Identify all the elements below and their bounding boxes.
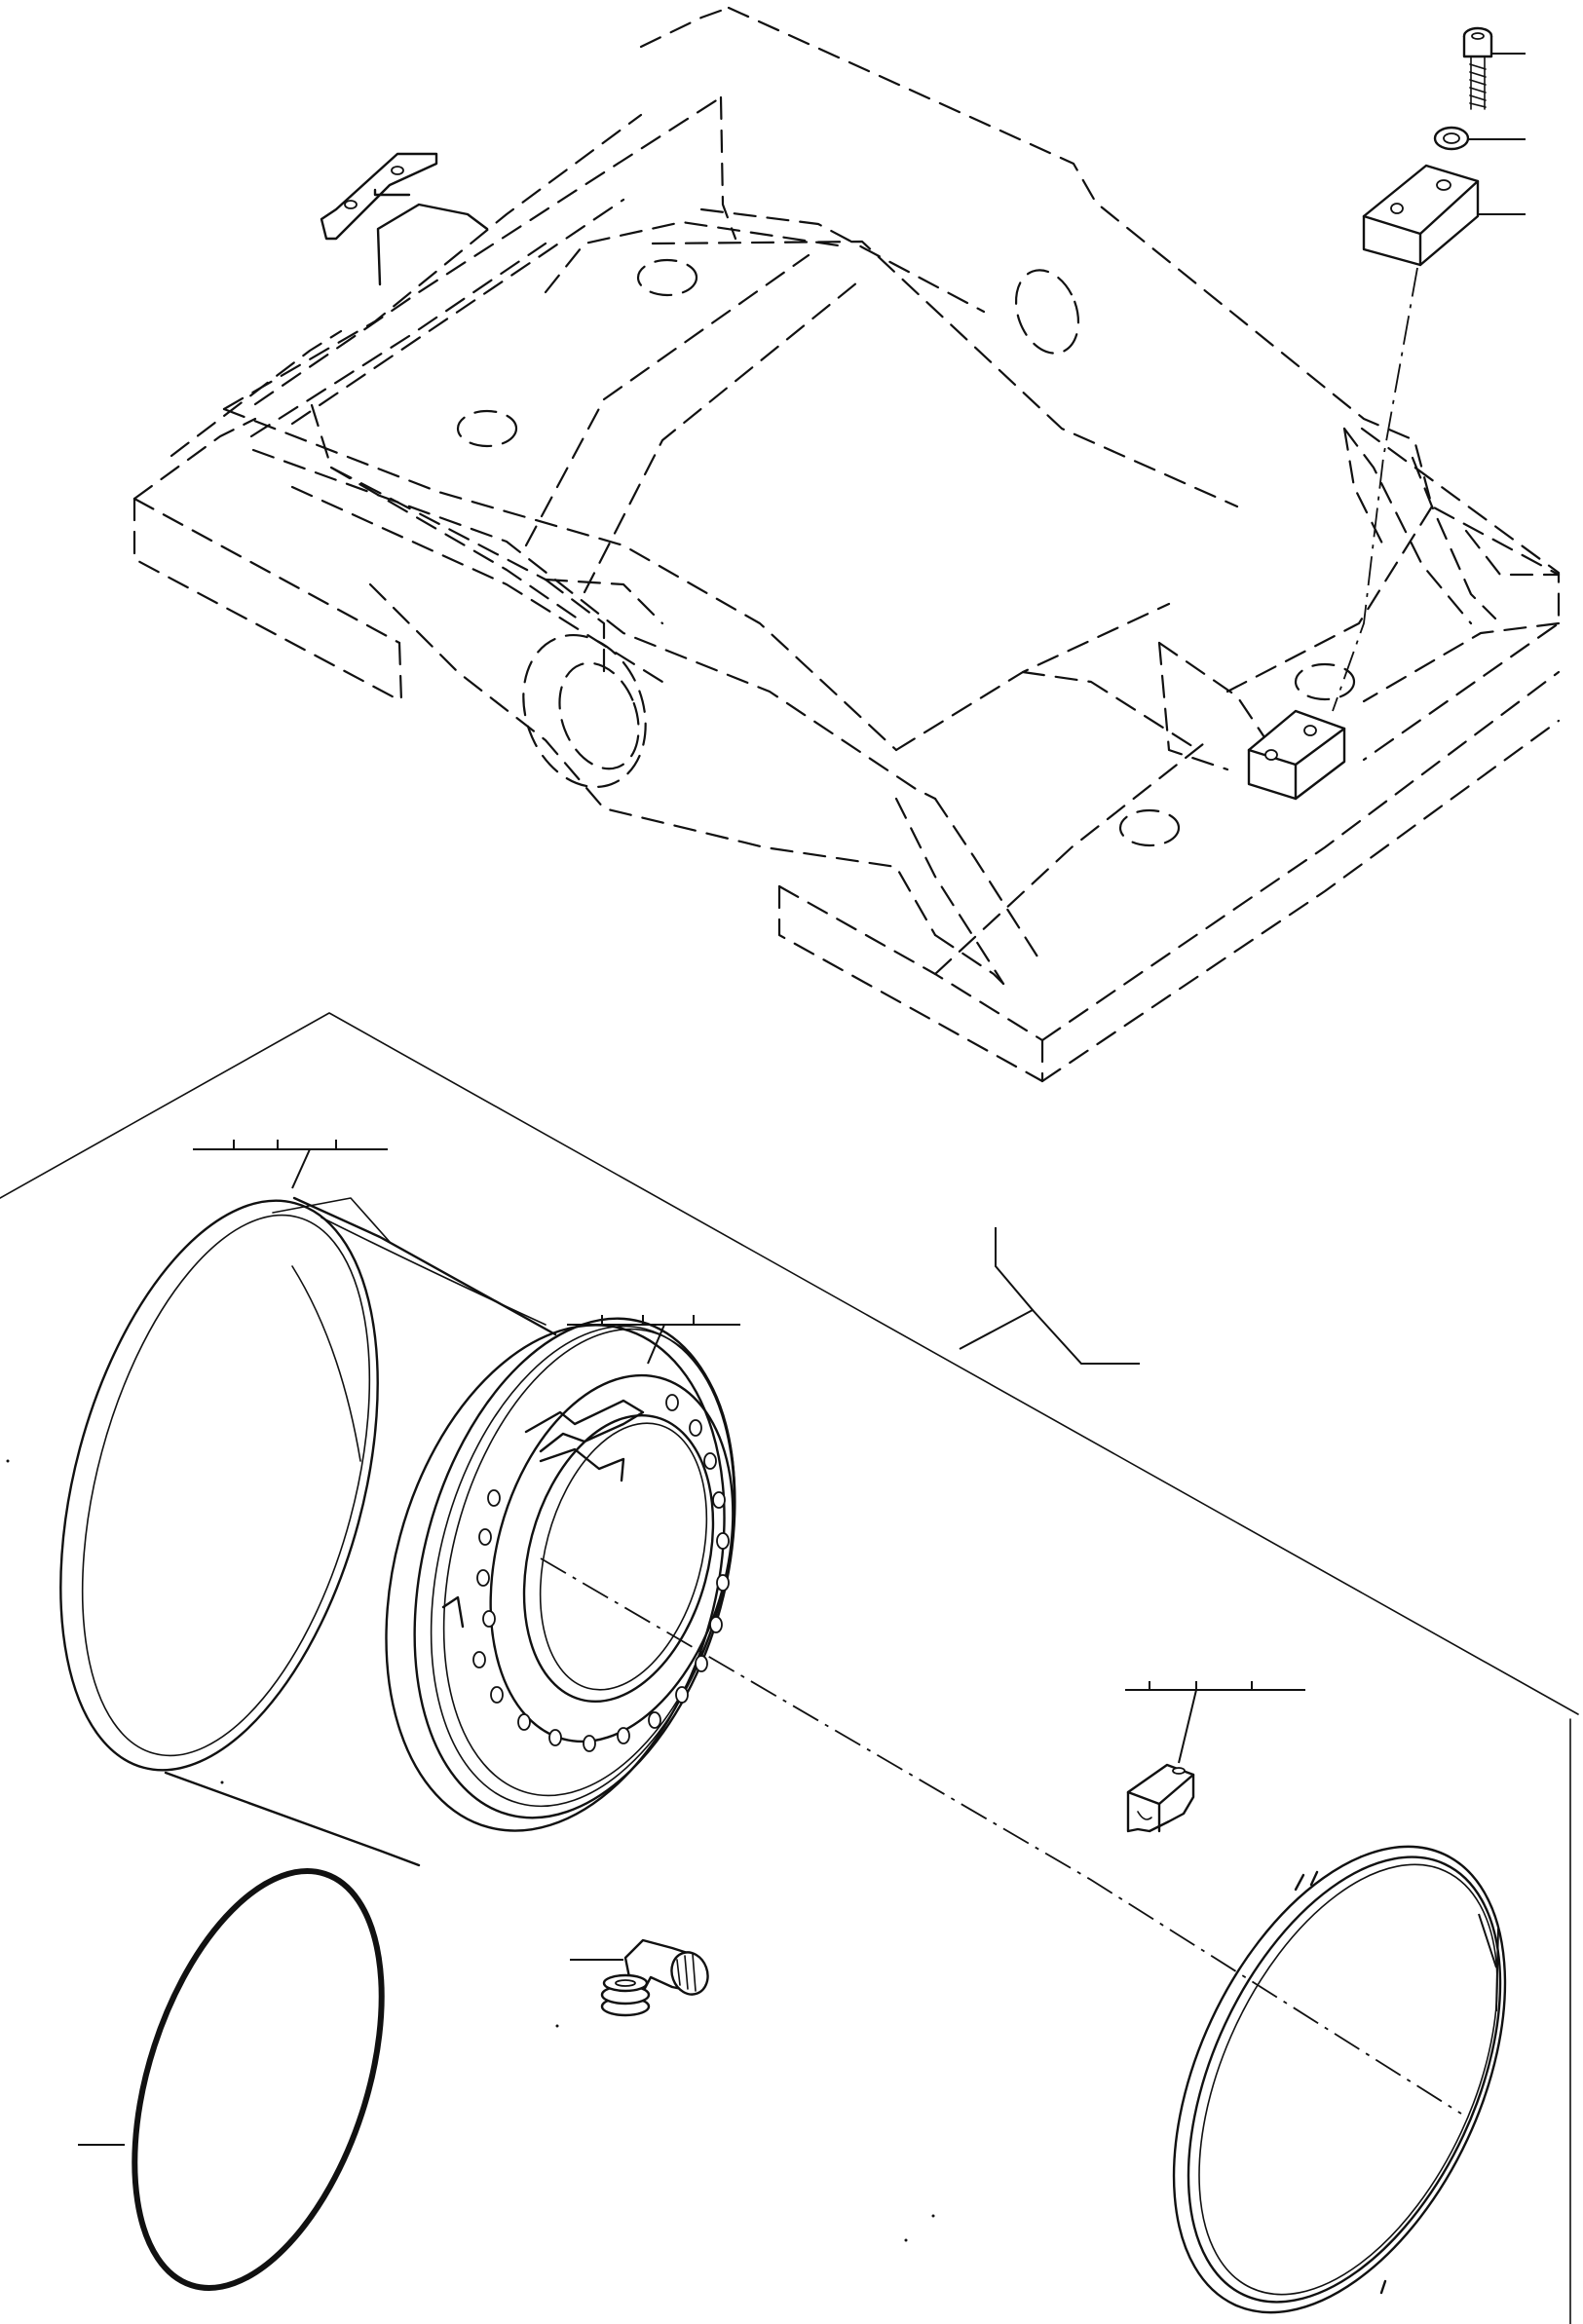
frame-holes — [456, 258, 1356, 847]
leader-rim-flange — [193, 1140, 388, 1189]
washer-icon — [1433, 126, 1470, 151]
axis-line — [540, 1557, 1462, 2115]
stop-block-installed — [1247, 709, 1346, 801]
assembly-boundary — [0, 1012, 1579, 2324]
leader-lock-ring — [1478, 1913, 1499, 2012]
air-valve-icon — [600, 1938, 709, 2017]
leader-lock-block — [1125, 1681, 1305, 1764]
lock-ring-icon — [1172, 1845, 1507, 2314]
o-ring-icon — [132, 1868, 385, 2291]
axle-frame-outline — [132, 6, 1561, 1083]
frame-bracket — [320, 152, 489, 286]
leader-rim-ring — [567, 1315, 740, 1365]
wheel-rim-icon — [59, 1196, 736, 1867]
stop-block-icon — [1362, 164, 1480, 267]
leader-assembly — [959, 1227, 1140, 1365]
install-line-stop-block — [1332, 267, 1418, 712]
print-specks — [6, 1459, 935, 2242]
cap-screw-icon — [1462, 26, 1493, 110]
lock-block-icon — [1126, 1763, 1195, 1833]
rim-bolt-holes — [472, 1394, 730, 1752]
